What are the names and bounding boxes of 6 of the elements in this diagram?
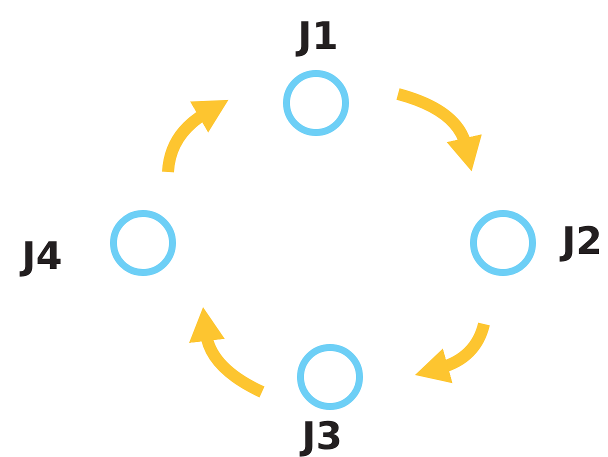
curved-arrow <box>190 307 265 398</box>
node-label: J4 <box>22 237 62 275</box>
node-label: J3 <box>302 417 342 455</box>
node-label: J1 <box>298 17 338 55</box>
node-label: J2 <box>562 222 602 260</box>
curved-arrow <box>396 88 482 171</box>
